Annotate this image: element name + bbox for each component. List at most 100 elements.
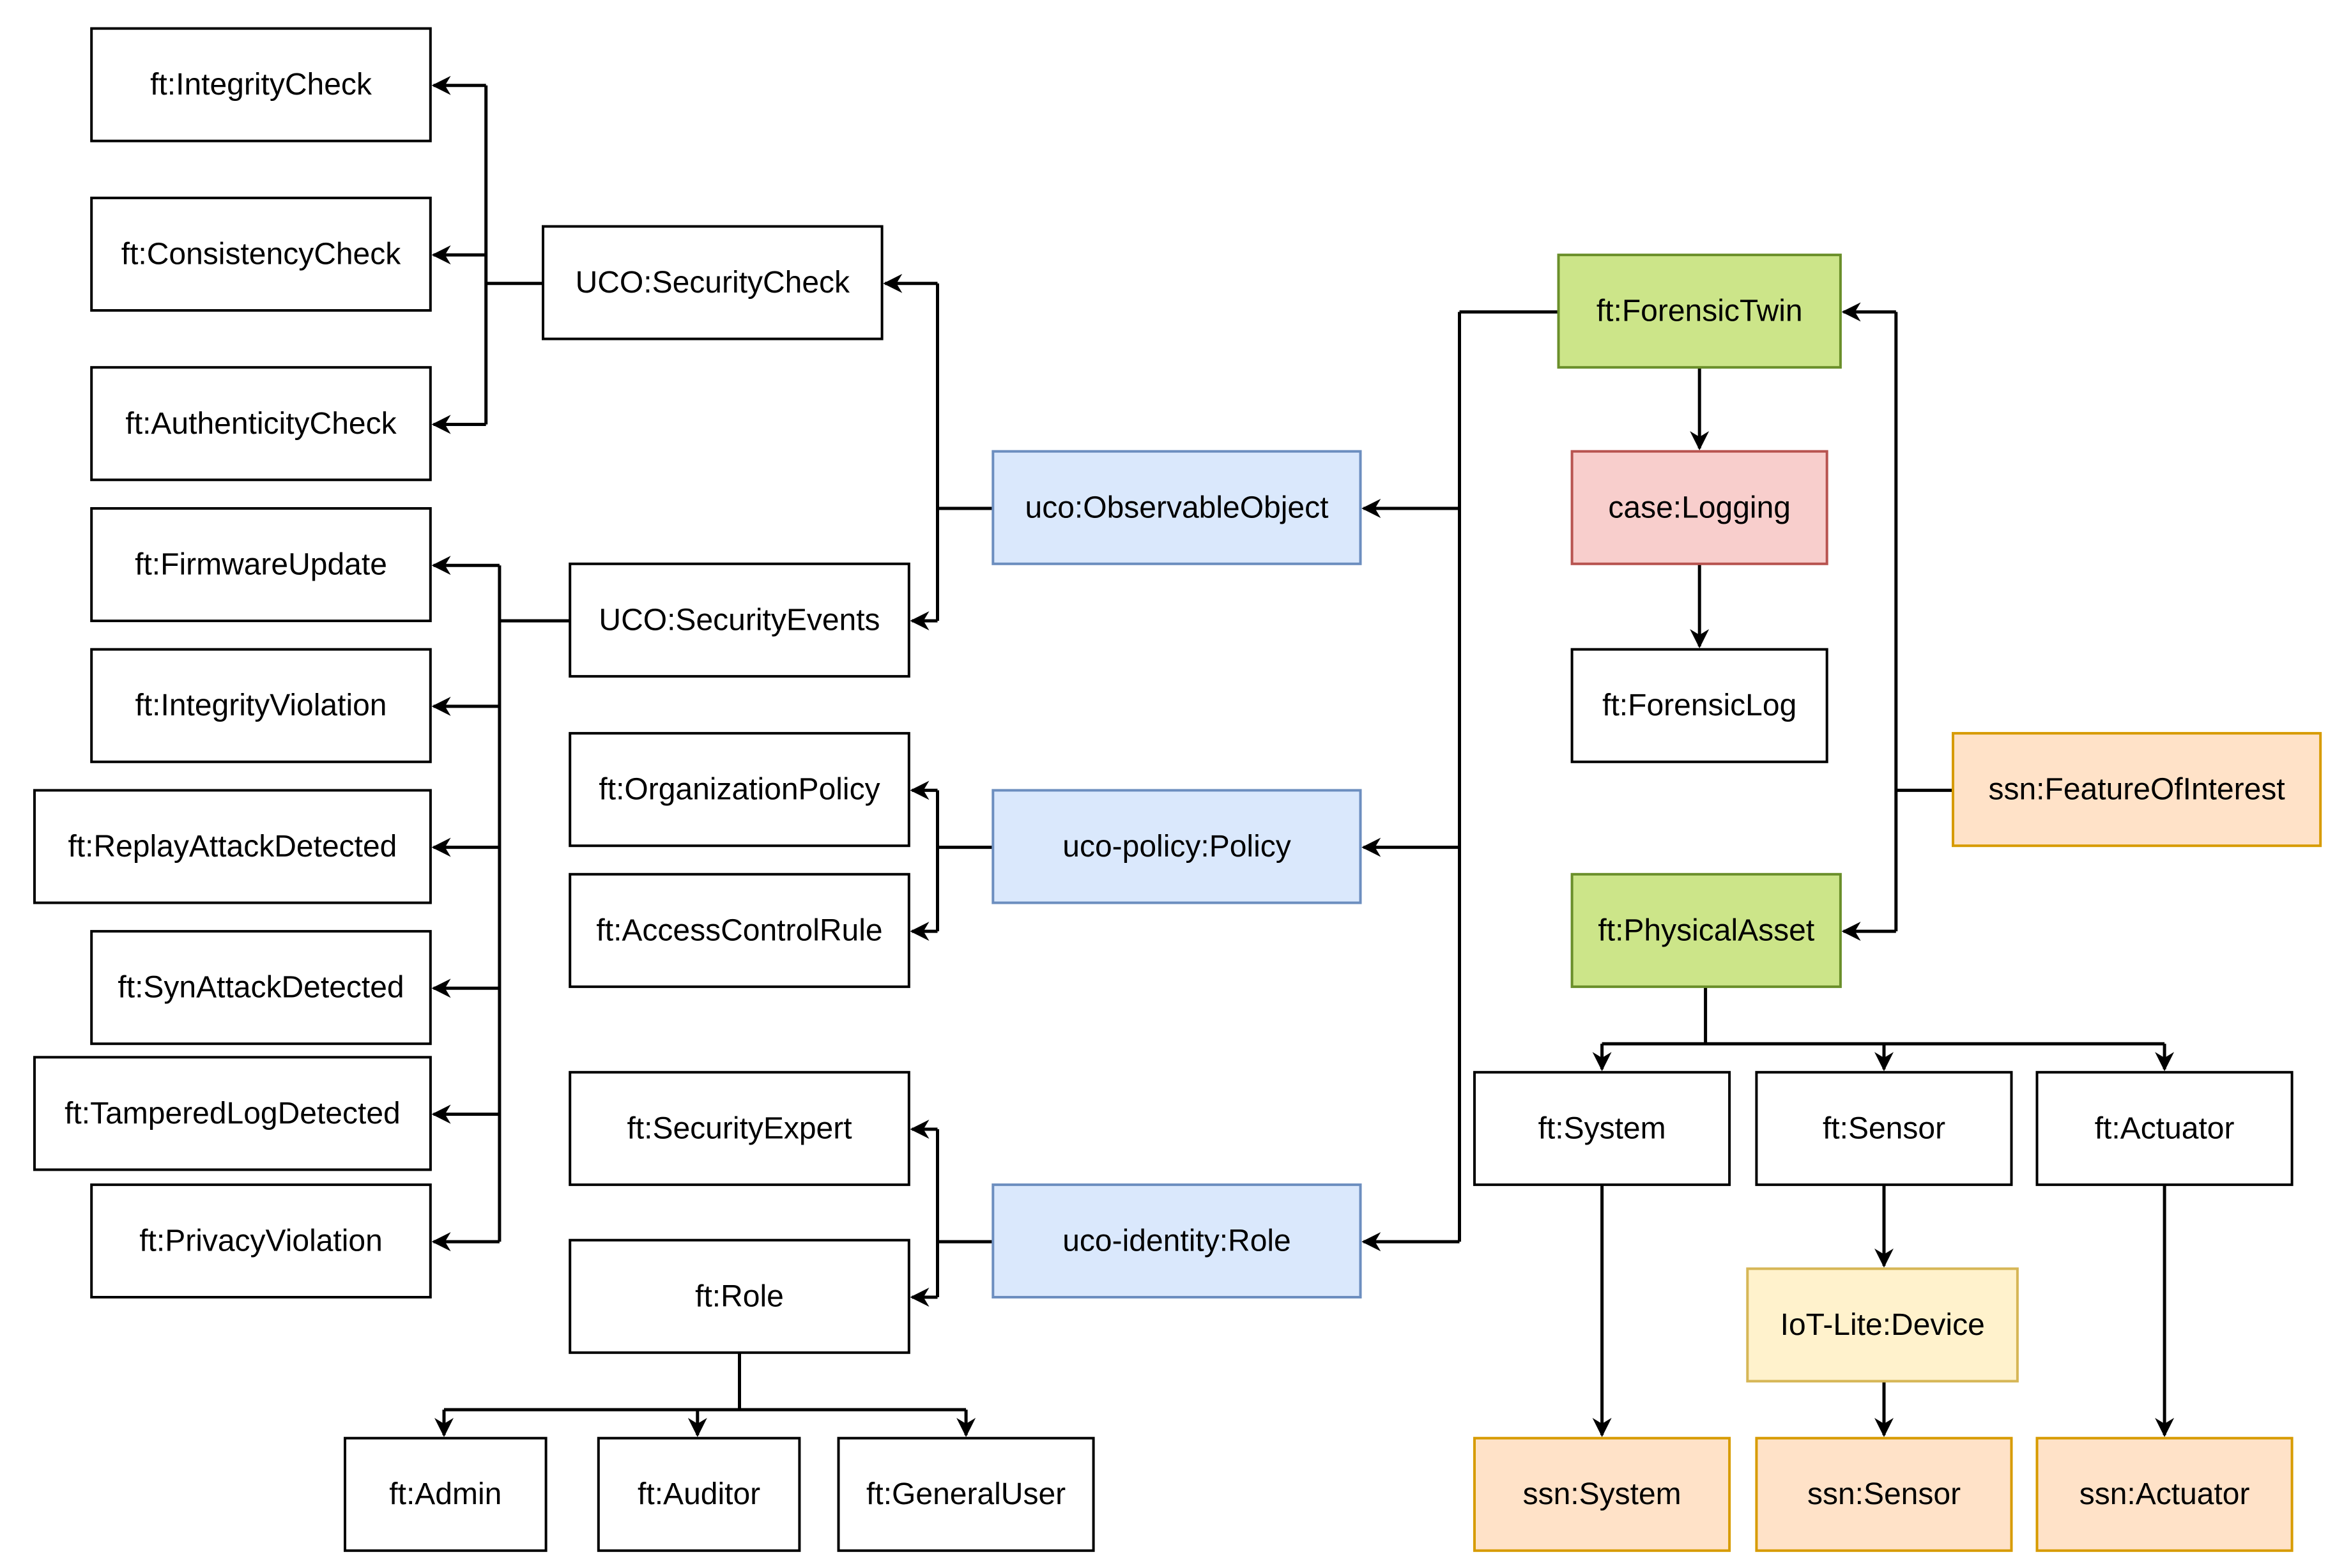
node-label: ft:Role [695,1279,784,1313]
node-firmware-update: ft:FirmwareUpdate [90,507,432,623]
node-label: ft:GeneralUser [866,1477,1066,1511]
node-label: ft:System [1538,1111,1666,1145]
node-label: ft:OrganizationPolicy [599,773,880,807]
node-label: ssn:Actuator [2079,1477,2250,1511]
node-iot-device: IoT-Lite:Device [1746,1267,2019,1383]
node-box [569,872,910,988]
node-feature-of-interest: ssn:FeatureOfInterest [1952,732,2322,848]
node-label: ft:IntegrityCheck [150,68,372,102]
node-box [992,789,1362,904]
node-integrity-check: ft:IntegrityCheck [90,27,432,142]
node-box [1746,1267,2019,1383]
node-box [569,732,910,848]
node-label: ft:SecurityExpert [627,1111,852,1145]
node-box [90,196,432,312]
node-box [1755,1436,2013,1552]
node-integrity-violation: ft:IntegrityViolation [90,648,432,763]
node-box [344,1436,548,1552]
nodes-layer: ft:IntegrityCheck ft:ConsistencyCheck ft:A… [33,27,2322,1552]
node-ft-sensor: ft:Sensor [1755,1070,2013,1186]
node-box [90,1183,432,1299]
node-label: ft:FirmwareUpdate [135,548,387,582]
node-box [1952,732,2322,848]
node-label: ft:ConsistencyCheck [121,238,402,271]
node-label: ft:ForensicTwin [1597,294,1803,328]
edges-layer [431,75,2175,1437]
node-ft-system: ft:System [1473,1070,1731,1186]
node-case-logging: case:Logging [1570,450,1828,565]
node-general-user: ft:GeneralUser [837,1436,1095,1552]
node-tampered-log: ft:TamperedLogDetected [33,1056,432,1171]
node-box [90,648,432,763]
node-label: uco-policy:Policy [1062,830,1290,864]
node-label: UCO:SecurityCheck [576,266,850,300]
node-label: ssn:System [1523,1477,1681,1511]
node-authenticity-check: ft:AuthenticityCheck [90,366,432,482]
node-forensic-log: ft:ForensicLog [1570,648,1828,763]
node-box [1473,1436,1731,1552]
node-box [1755,1070,2013,1186]
node-label: ssn:FeatureOfInterest [1988,773,2285,807]
node-uco-security-check: UCO:SecurityCheck [542,225,884,340]
node-box [1570,450,1828,565]
node-box [90,27,432,142]
node-box [1570,872,1842,988]
node-auditor: ft:Auditor [597,1436,801,1552]
node-policy: uco-policy:Policy [992,789,1362,904]
node-box [569,1238,910,1354]
node-box [1473,1070,1731,1186]
node-box [33,789,432,904]
node-access-control-rule: ft:AccessControlRule [569,872,910,988]
node-organization-policy: ft:OrganizationPolicy [569,732,910,848]
node-box [569,1070,910,1186]
node-label: ft:AccessControlRule [596,913,882,947]
node-label: uco-identity:Role [1062,1224,1291,1258]
node-label: ft:Auditor [638,1477,760,1511]
node-label: ft:AuthenticityCheck [125,407,397,441]
node-ft-actuator: ft:Actuator [2035,1070,2294,1186]
node-box [1557,254,1842,369]
node-label: ft:Sensor [1823,1111,1945,1145]
node-box [2035,1070,2294,1186]
node-label: ft:ReplayAttackDetected [68,830,397,864]
node-box [2035,1436,2294,1552]
node-box [569,562,910,678]
node-label: ssn:Sensor [1807,1477,1961,1511]
node-label: ft:PhysicalAsset [1598,913,1814,947]
node-label: ft:TamperedLogDetected [65,1097,401,1130]
node-ssn-sensor: ssn:Sensor [1755,1436,2013,1552]
node-box [90,507,432,623]
node-box [542,225,884,340]
node-syn-attack: ft:SynAttackDetected [90,930,432,1046]
node-label: ft:IntegrityViolation [135,689,387,722]
node-box [1570,648,1828,763]
node-label: ft:Actuator [2095,1111,2235,1145]
node-security-expert: ft:SecurityExpert [569,1070,910,1186]
node-ft-role: ft:Role [569,1238,910,1354]
node-replay-attack: ft:ReplayAttackDetected [33,789,432,904]
node-label: case:Logging [1608,491,1791,524]
node-label: ft:ForensicLog [1602,689,1796,722]
node-label: uco:ObservableObject [1025,491,1329,524]
node-box [992,1183,1362,1299]
node-ssn-system: ssn:System [1473,1436,1731,1552]
node-box [837,1436,1095,1552]
node-box [90,930,432,1046]
node-identity-role: uco-identity:Role [992,1183,1362,1299]
node-uco-security-events: UCO:SecurityEvents [569,562,910,678]
node-physical-asset: ft:PhysicalAsset [1570,872,1842,988]
node-label: UCO:SecurityEvents [599,603,880,637]
node-box [992,450,1362,565]
node-ssn-actuator: ssn:Actuator [2035,1436,2294,1552]
node-box [33,1056,432,1171]
node-label: IoT-Lite:Device [1780,1308,1985,1342]
node-admin: ft:Admin [344,1436,548,1552]
node-label: ft:PrivacyViolation [139,1224,383,1258]
node-consistency-check: ft:ConsistencyCheck [90,196,432,312]
node-forensic-twin: ft:ForensicTwin [1557,254,1842,369]
node-label: ft:Admin [389,1477,502,1511]
node-box [597,1436,801,1552]
node-privacy-violation: ft:PrivacyViolation [90,1183,432,1299]
node-box [90,366,432,482]
